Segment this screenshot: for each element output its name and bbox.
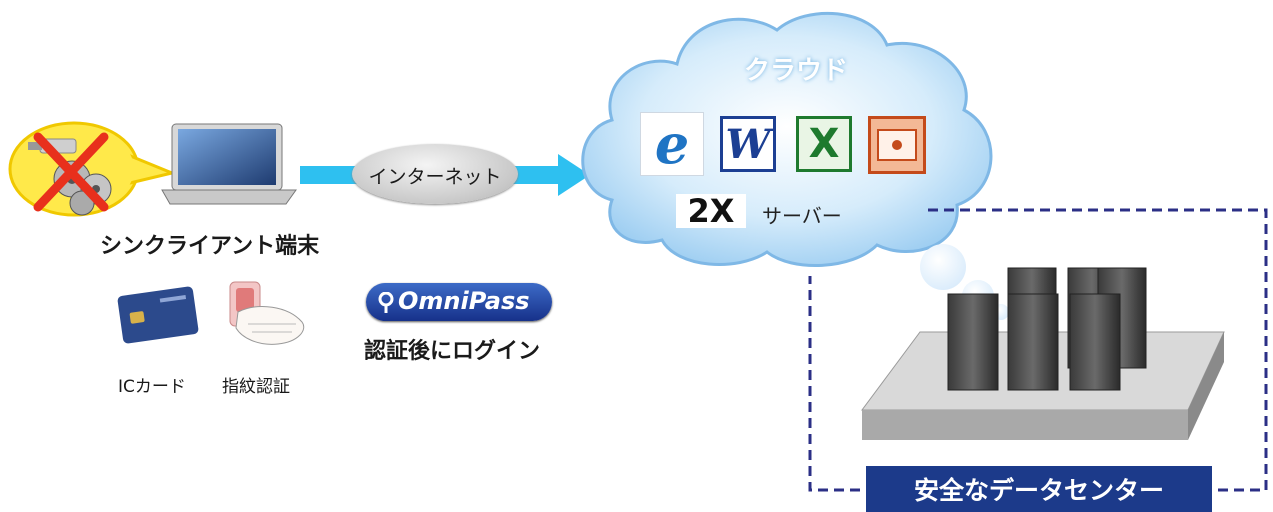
thought-bubble-large (920, 244, 966, 290)
cloud-title: クラウド (744, 56, 849, 86)
internet-explorer-icon: e (640, 112, 704, 176)
internet-bubble (352, 144, 518, 204)
datacenter-boundary (808, 208, 1268, 492)
fingerprint-label: 指紋認証 (222, 377, 290, 397)
internet-label: インターネット (368, 166, 502, 188)
thin-client-title: シンクライアント端末 (100, 234, 320, 259)
key-icon (378, 292, 394, 313)
word-icon: W (720, 116, 776, 172)
2x-logo: 2X (676, 194, 746, 228)
fingerprint-scanner-icon (229, 281, 305, 345)
ic-card-icon (117, 286, 199, 344)
omnipass-logo-text: OmniPass (398, 287, 530, 315)
no-media-bubble (8, 121, 177, 217)
server-label: サーバー (762, 204, 842, 228)
ic-card-label: ICカード (118, 377, 186, 397)
server-rack-icon (861, 267, 1225, 440)
excel-icon: X (796, 116, 852, 172)
prohibited-x-icon (33, 132, 109, 212)
auth-caption: 認証後にログイン (364, 339, 541, 364)
laptop-icon (161, 123, 297, 205)
datacenter-label: 安全なデータセンター (866, 466, 1212, 512)
datacenter-label-text: 安全なデータセンター (913, 476, 1164, 505)
omnipass-badge: OmniPass (366, 283, 552, 321)
powerpoint-icon (868, 116, 926, 174)
